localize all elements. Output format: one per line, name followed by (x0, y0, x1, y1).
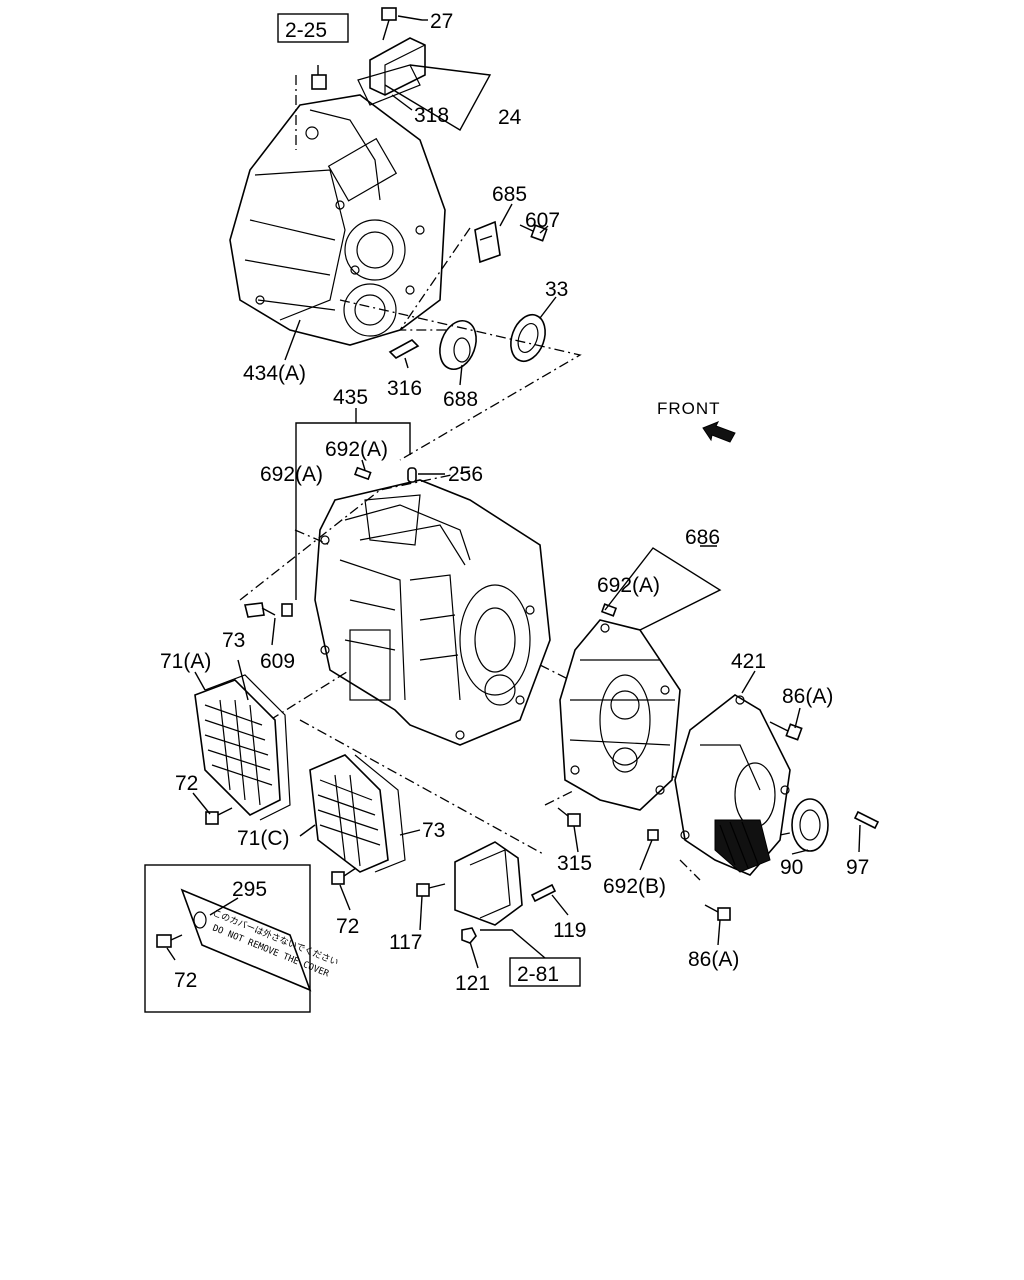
callout-73b: 73 (422, 819, 445, 842)
reference-label-2-25: 2-25 (285, 19, 327, 42)
bolt-315 (557, 807, 581, 827)
dowel-pin-692b (647, 829, 659, 841)
callout-97: 97 (846, 856, 869, 879)
front-label: FRONT (657, 399, 721, 418)
callout-121: 121 (455, 972, 490, 995)
callout-692a-3: 692(A) (597, 574, 660, 597)
extension-housing-421 (674, 694, 791, 876)
callout-685: 685 (492, 183, 527, 206)
callout-71a: 71(A) (160, 650, 211, 673)
bolt-86a-2 (704, 904, 731, 921)
plate-316 (388, 339, 420, 359)
callout-688: 688 (443, 388, 478, 411)
top-cover-24 (357, 37, 426, 106)
case-686 (559, 619, 681, 811)
gasket-73a (204, 674, 291, 821)
callout-692b: 692(B) (603, 875, 666, 898)
callout-33: 33 (545, 278, 568, 301)
bolt-27 (381, 7, 423, 41)
callout-27: 27 (430, 10, 453, 33)
callout-117: 117 (389, 931, 422, 954)
bearing-688 (439, 319, 477, 371)
callout-72c: 72 (174, 969, 197, 992)
callout-71c: 71(C) (237, 827, 290, 850)
callout-295: 295 (232, 878, 267, 901)
callout-692a-2: 692(A) (260, 463, 323, 486)
dowel-pin-609 (281, 603, 293, 617)
bolt-72c (156, 934, 183, 948)
stud-119 (530, 883, 557, 903)
bolt-117 (416, 883, 446, 897)
callout-434a: 434(A) (243, 362, 306, 385)
dowel-pin-692a-3 (600, 603, 618, 617)
transmission-case-435 (314, 479, 551, 746)
reference-box-2-25[interactable]: 2-25 (277, 13, 349, 43)
side-cover-71c (309, 754, 389, 873)
bolt-72a (205, 807, 233, 825)
callout-435: 435 (333, 386, 368, 409)
callout-72b: 72 (336, 915, 359, 938)
callout-73a: 73 (222, 629, 245, 652)
bolt-607 (519, 224, 548, 242)
bolt-72b (331, 867, 357, 885)
callout-24: 24 (498, 106, 522, 129)
callout-609: 609 (260, 650, 295, 673)
callout-90: 90 (780, 856, 803, 879)
stud-97 (853, 810, 880, 830)
reference-label-2-81: 2-81 (517, 963, 559, 986)
sleeve-256 (407, 467, 417, 483)
bolt-86a-1 (769, 721, 803, 741)
front-direction-arrow (702, 421, 736, 443)
callout-86a-2: 86(A) (688, 948, 739, 971)
bracket-685 (474, 220, 501, 264)
callout-86a-1: 86(A) (782, 685, 833, 708)
oil-seal-90 (791, 798, 829, 852)
side-cover-71a (194, 679, 281, 816)
bolt-609 (244, 602, 276, 618)
callout-72a: 72 (175, 772, 198, 795)
callout-256: 256 (448, 463, 483, 486)
bolt-2-25 (311, 65, 327, 90)
callout-607: 607 (525, 209, 560, 232)
reference-box-2-81[interactable]: 2-81 (509, 957, 581, 987)
callout-315: 315 (557, 852, 592, 875)
dowel-pin-692a-1 (354, 466, 372, 481)
oil-seal-33 (510, 313, 546, 363)
access-cover-2-81 (454, 841, 523, 926)
callout-316: 316 (387, 377, 422, 400)
gasket-73b (354, 754, 406, 873)
callout-692a-1: 692(A) (325, 438, 388, 461)
clutch-housing-434a (229, 94, 446, 346)
callout-labels: 27 24 318 685 607 33 434(A) 316 688 435 … (160, 10, 869, 995)
leader-lines (166, 19, 861, 969)
nut-121 (461, 927, 477, 944)
callout-318: 318 (414, 104, 449, 127)
callout-421: 421 (731, 650, 766, 673)
callout-686: 686 (685, 526, 720, 549)
callout-119: 119 (553, 919, 586, 942)
